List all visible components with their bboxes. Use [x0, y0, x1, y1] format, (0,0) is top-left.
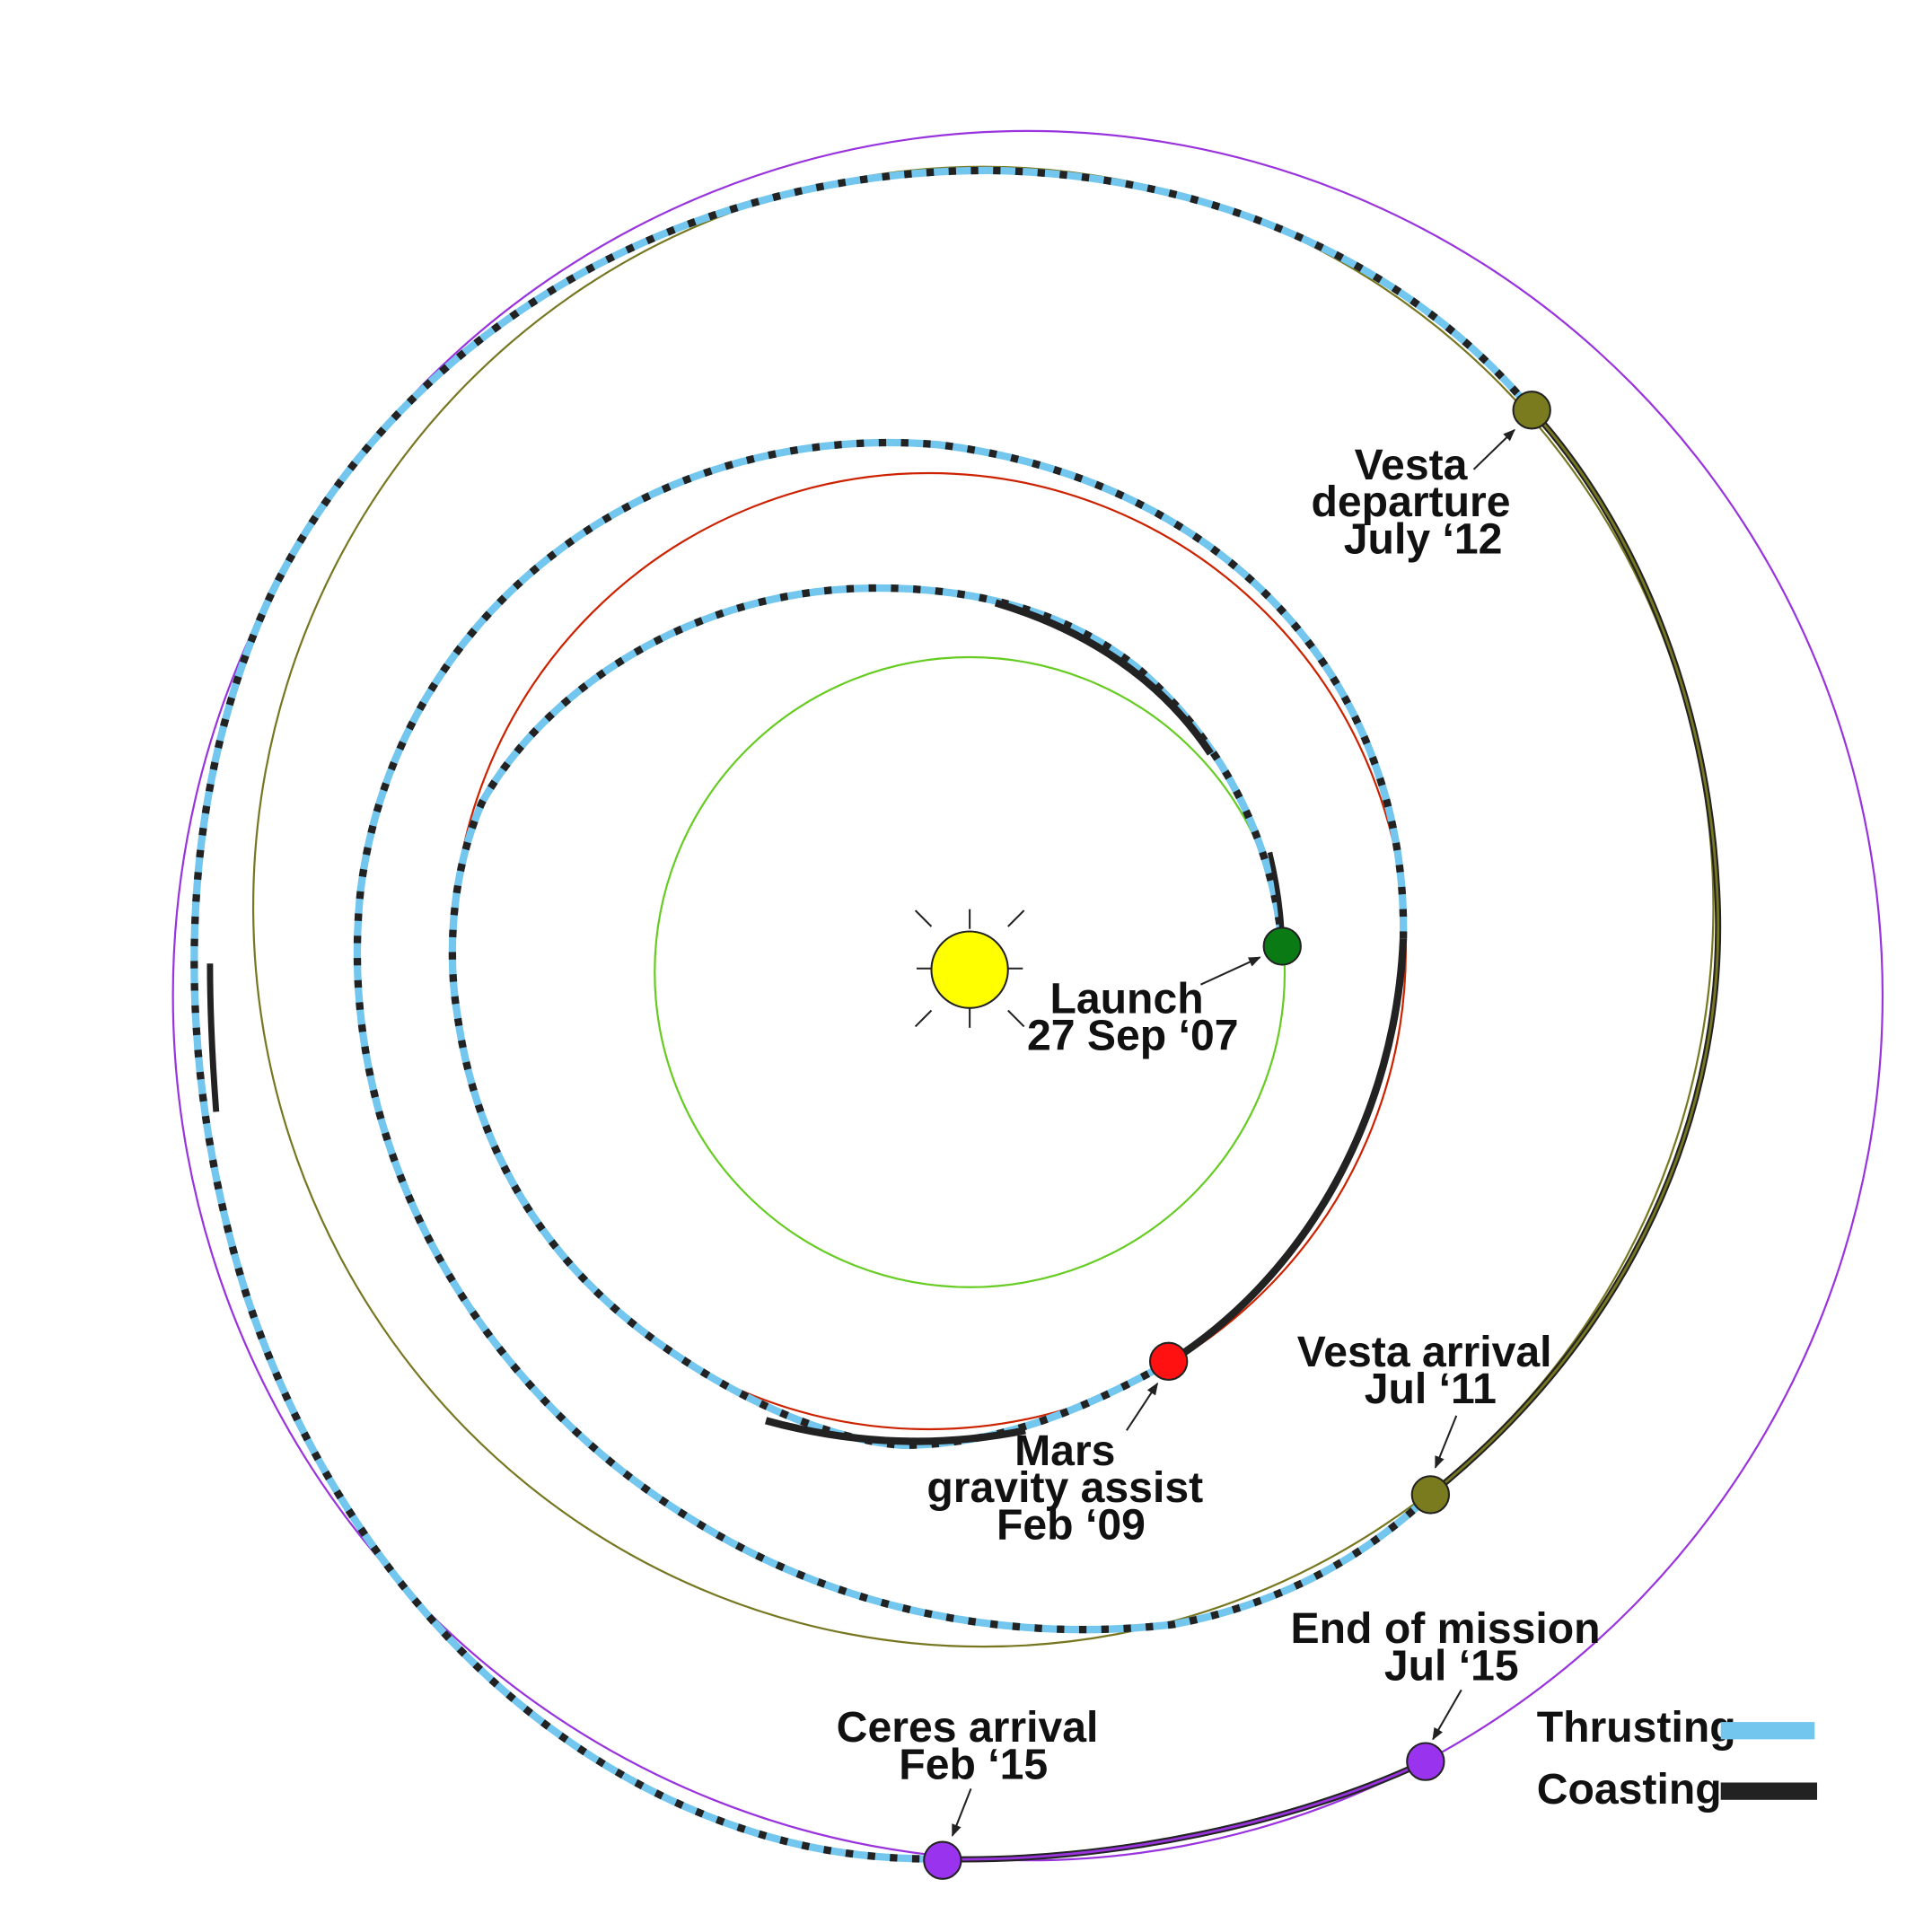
ceres-arrival-arrow — [951, 1788, 972, 1837]
legend-thrusting-label: Thrusting — [1537, 1703, 1736, 1752]
launch-label: Launch 27 Sep ‘07 — [1027, 974, 1239, 1059]
leader-arrows — [951, 428, 1515, 1837]
coast-arc-upper-right — [994, 599, 1214, 756]
end-of-mission-label: End of mission Jul ‘15 — [1291, 1604, 1612, 1690]
vesta-arrival-arrow — [1434, 1415, 1458, 1469]
vesta-departure-marker — [1512, 391, 1551, 430]
trajectory-leg-vesta-to-ceres-coast — [190, 166, 1535, 1863]
trajectory — [190, 166, 1722, 1863]
earth-orbit — [654, 655, 1287, 1288]
trajectory-leg-mars-to-vesta-coast-solid — [1169, 938, 1408, 1365]
mars-arrow — [1126, 1382, 1159, 1431]
launch-arrow — [1200, 956, 1261, 986]
vesta-arrival-marker — [1410, 1475, 1451, 1515]
trajectory-leg-mars-to-vesta-thrust — [353, 438, 1434, 1634]
vesta-departure-label: Vesta departure July ‘12 — [1312, 441, 1523, 564]
legend: Thrusting Coasting — [1537, 1703, 1818, 1813]
ceres-arrival-marker — [923, 1840, 962, 1880]
trajectory-leg-mars-to-vesta-coast — [353, 438, 1434, 1634]
sun-icon — [914, 909, 1025, 1028]
trajectory-at-ceres-inner — [941, 1760, 1427, 1861]
legend-thrusting-swatch — [1720, 1722, 1815, 1740]
end-of-mission-marker — [1406, 1742, 1445, 1781]
ceres-orbit — [171, 129, 1884, 1862]
mars-assist-marker — [1148, 1341, 1189, 1381]
vesta-orbit — [251, 165, 1715, 1648]
end-of-mission-arrow — [1432, 1689, 1462, 1741]
ceres-arrival-label: Ceres arrival Feb ‘15 — [837, 1703, 1111, 1788]
coast-arc-outer-left — [206, 963, 220, 1112]
vesta-arrival-label: Vesta arrival Jul ‘11 — [1297, 1328, 1564, 1413]
legend-coasting-swatch — [1720, 1782, 1818, 1800]
mars-label: Mars gravity assist Feb ‘09 — [926, 1427, 1215, 1550]
launch-marker — [1262, 926, 1302, 966]
coast-arc-lower — [765, 1417, 1026, 1445]
trajectory-at-vesta-inner — [1429, 408, 1720, 1496]
legend-coasting-label: Coasting — [1537, 1765, 1722, 1813]
vesta-departure-arrow — [1472, 428, 1515, 470]
